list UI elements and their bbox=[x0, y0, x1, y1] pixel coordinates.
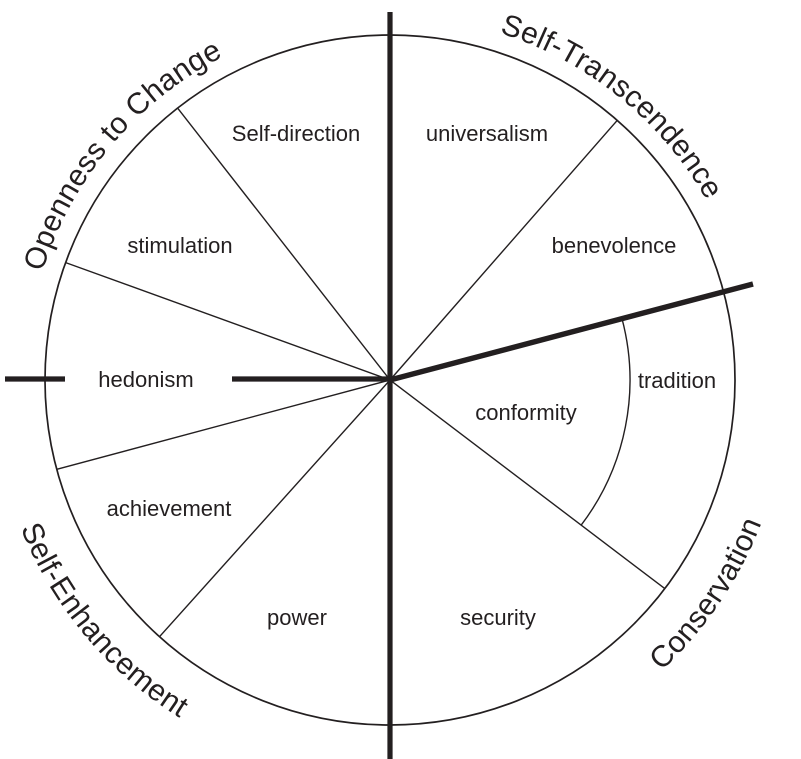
label-hedonism: hedonism bbox=[98, 367, 193, 392]
label-stimulation: stimulation bbox=[127, 233, 232, 258]
boundary-universalism-benevolence bbox=[389, 119, 618, 381]
boundary-achievement-power bbox=[158, 379, 391, 638]
label-tradition: tradition bbox=[638, 368, 716, 393]
dimension-label-transcendence: Self-Transcendence bbox=[497, 8, 729, 204]
label-universalism: universalism bbox=[426, 121, 548, 146]
boundary-conformity-security bbox=[389, 379, 666, 590]
transcendence-conservation-divider-line bbox=[389, 281, 754, 383]
label-achievement: achievement bbox=[107, 496, 232, 521]
boundary-stimulation-hedonism bbox=[65, 261, 391, 381]
boundary-conformity-tradition-arc bbox=[580, 318, 631, 526]
boundary-selfdirection-stimulation bbox=[177, 107, 391, 381]
label-benevolence: benevolence bbox=[552, 233, 677, 258]
dimension-label-enhancement: Self-Enhancement bbox=[14, 518, 194, 724]
boundary-hedonism-achievement bbox=[56, 379, 391, 470]
dimension-label-conservation: Conservation bbox=[643, 513, 768, 676]
label-power: power bbox=[267, 605, 327, 630]
label-conformity: conformity bbox=[475, 400, 576, 425]
label-security: security bbox=[460, 605, 536, 630]
label-self-direction: Self-direction bbox=[232, 121, 360, 146]
